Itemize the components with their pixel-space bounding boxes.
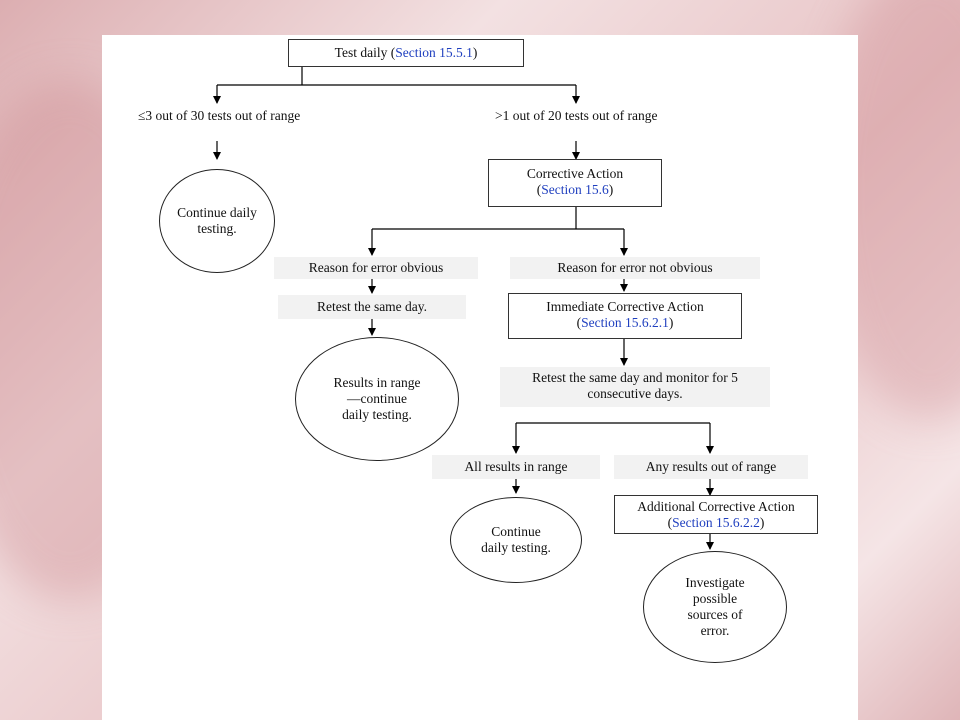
- retest-same-day-text: Retest the same day.: [316, 299, 428, 314]
- immediate-corrective-action-box: Immediate Corrective Action (Section 15.…: [508, 293, 742, 339]
- corrective-action-box: Corrective Action (Section 15.6): [488, 159, 662, 207]
- le-symbol: ≤: [138, 108, 146, 123]
- flowchart-panel: Test daily (Section 15.5.1) ≤3 out of 30…: [102, 35, 858, 720]
- reason-not-obvious-label: Reason for error not obvious: [510, 257, 760, 279]
- any-out-of-range-text: Any results out of range: [645, 459, 777, 474]
- results-in-range-oval: Results in range—continue daily testing.: [295, 337, 459, 461]
- corrective-action-ref: Section 15.6: [541, 182, 609, 197]
- continue-text-1: Continue daily testing.: [177, 205, 257, 236]
- results-in-range-text: Results in range—continue daily testing.: [333, 375, 421, 422]
- reason-not-obvious-text: Reason for error not obvious: [557, 260, 713, 275]
- right-branch-text: >1 out of 20 tests out of range: [495, 108, 658, 123]
- continue-text-2: Continue daily testing.: [481, 524, 551, 555]
- additional-action-ref: Section 15.6.2.2: [672, 515, 760, 530]
- connector-lines: [213, 67, 714, 550]
- continue-testing-oval-1: Continue daily testing.: [159, 169, 275, 273]
- additional-action-ref-line: (Section 15.6.2.2): [667, 515, 765, 530]
- investigate-oval: Investigate possible sources of error.: [643, 551, 787, 663]
- retest-monitor-text: Retest the same day and monitor for 5 co…: [532, 370, 738, 401]
- reason-obvious-label: Reason for error obvious: [274, 257, 478, 279]
- left-branch-label: ≤3 out of 30 tests out of range: [138, 108, 308, 124]
- retest-same-day-label: Retest the same day.: [278, 295, 466, 319]
- additional-corrective-action-box: Additional Corrective Action: [614, 495, 818, 534]
- reason-obvious-text: Reason for error obvious: [308, 260, 444, 275]
- left-branch-text: 3 out of 30 tests out of range: [145, 108, 301, 123]
- all-in-range-text: All results in range: [464, 459, 568, 474]
- test-daily-ref: Section 15.5.1: [395, 45, 473, 60]
- corrective-action-label: Corrective Action: [526, 166, 624, 181]
- immediate-action-label: Immediate Corrective Action: [546, 299, 704, 314]
- right-branch-label: >1 out of 20 tests out of range: [495, 108, 665, 124]
- additional-action-label: Additional Corrective Action: [637, 499, 795, 514]
- any-out-of-range-label: Any results out of range: [614, 455, 808, 479]
- all-results-in-range-label: All results in range: [432, 455, 600, 479]
- investigate-text: Investigate possible sources of error.: [685, 575, 745, 638]
- immediate-action-ref: Section 15.6.2.1: [581, 315, 669, 330]
- test-daily-box: Test daily (Section 15.5.1): [288, 39, 524, 67]
- retest-monitor-label: Retest the same day and monitor for 5 co…: [500, 367, 770, 407]
- continue-testing-oval-2: Continue daily testing.: [450, 497, 582, 583]
- test-daily-label: Test daily: [334, 45, 388, 60]
